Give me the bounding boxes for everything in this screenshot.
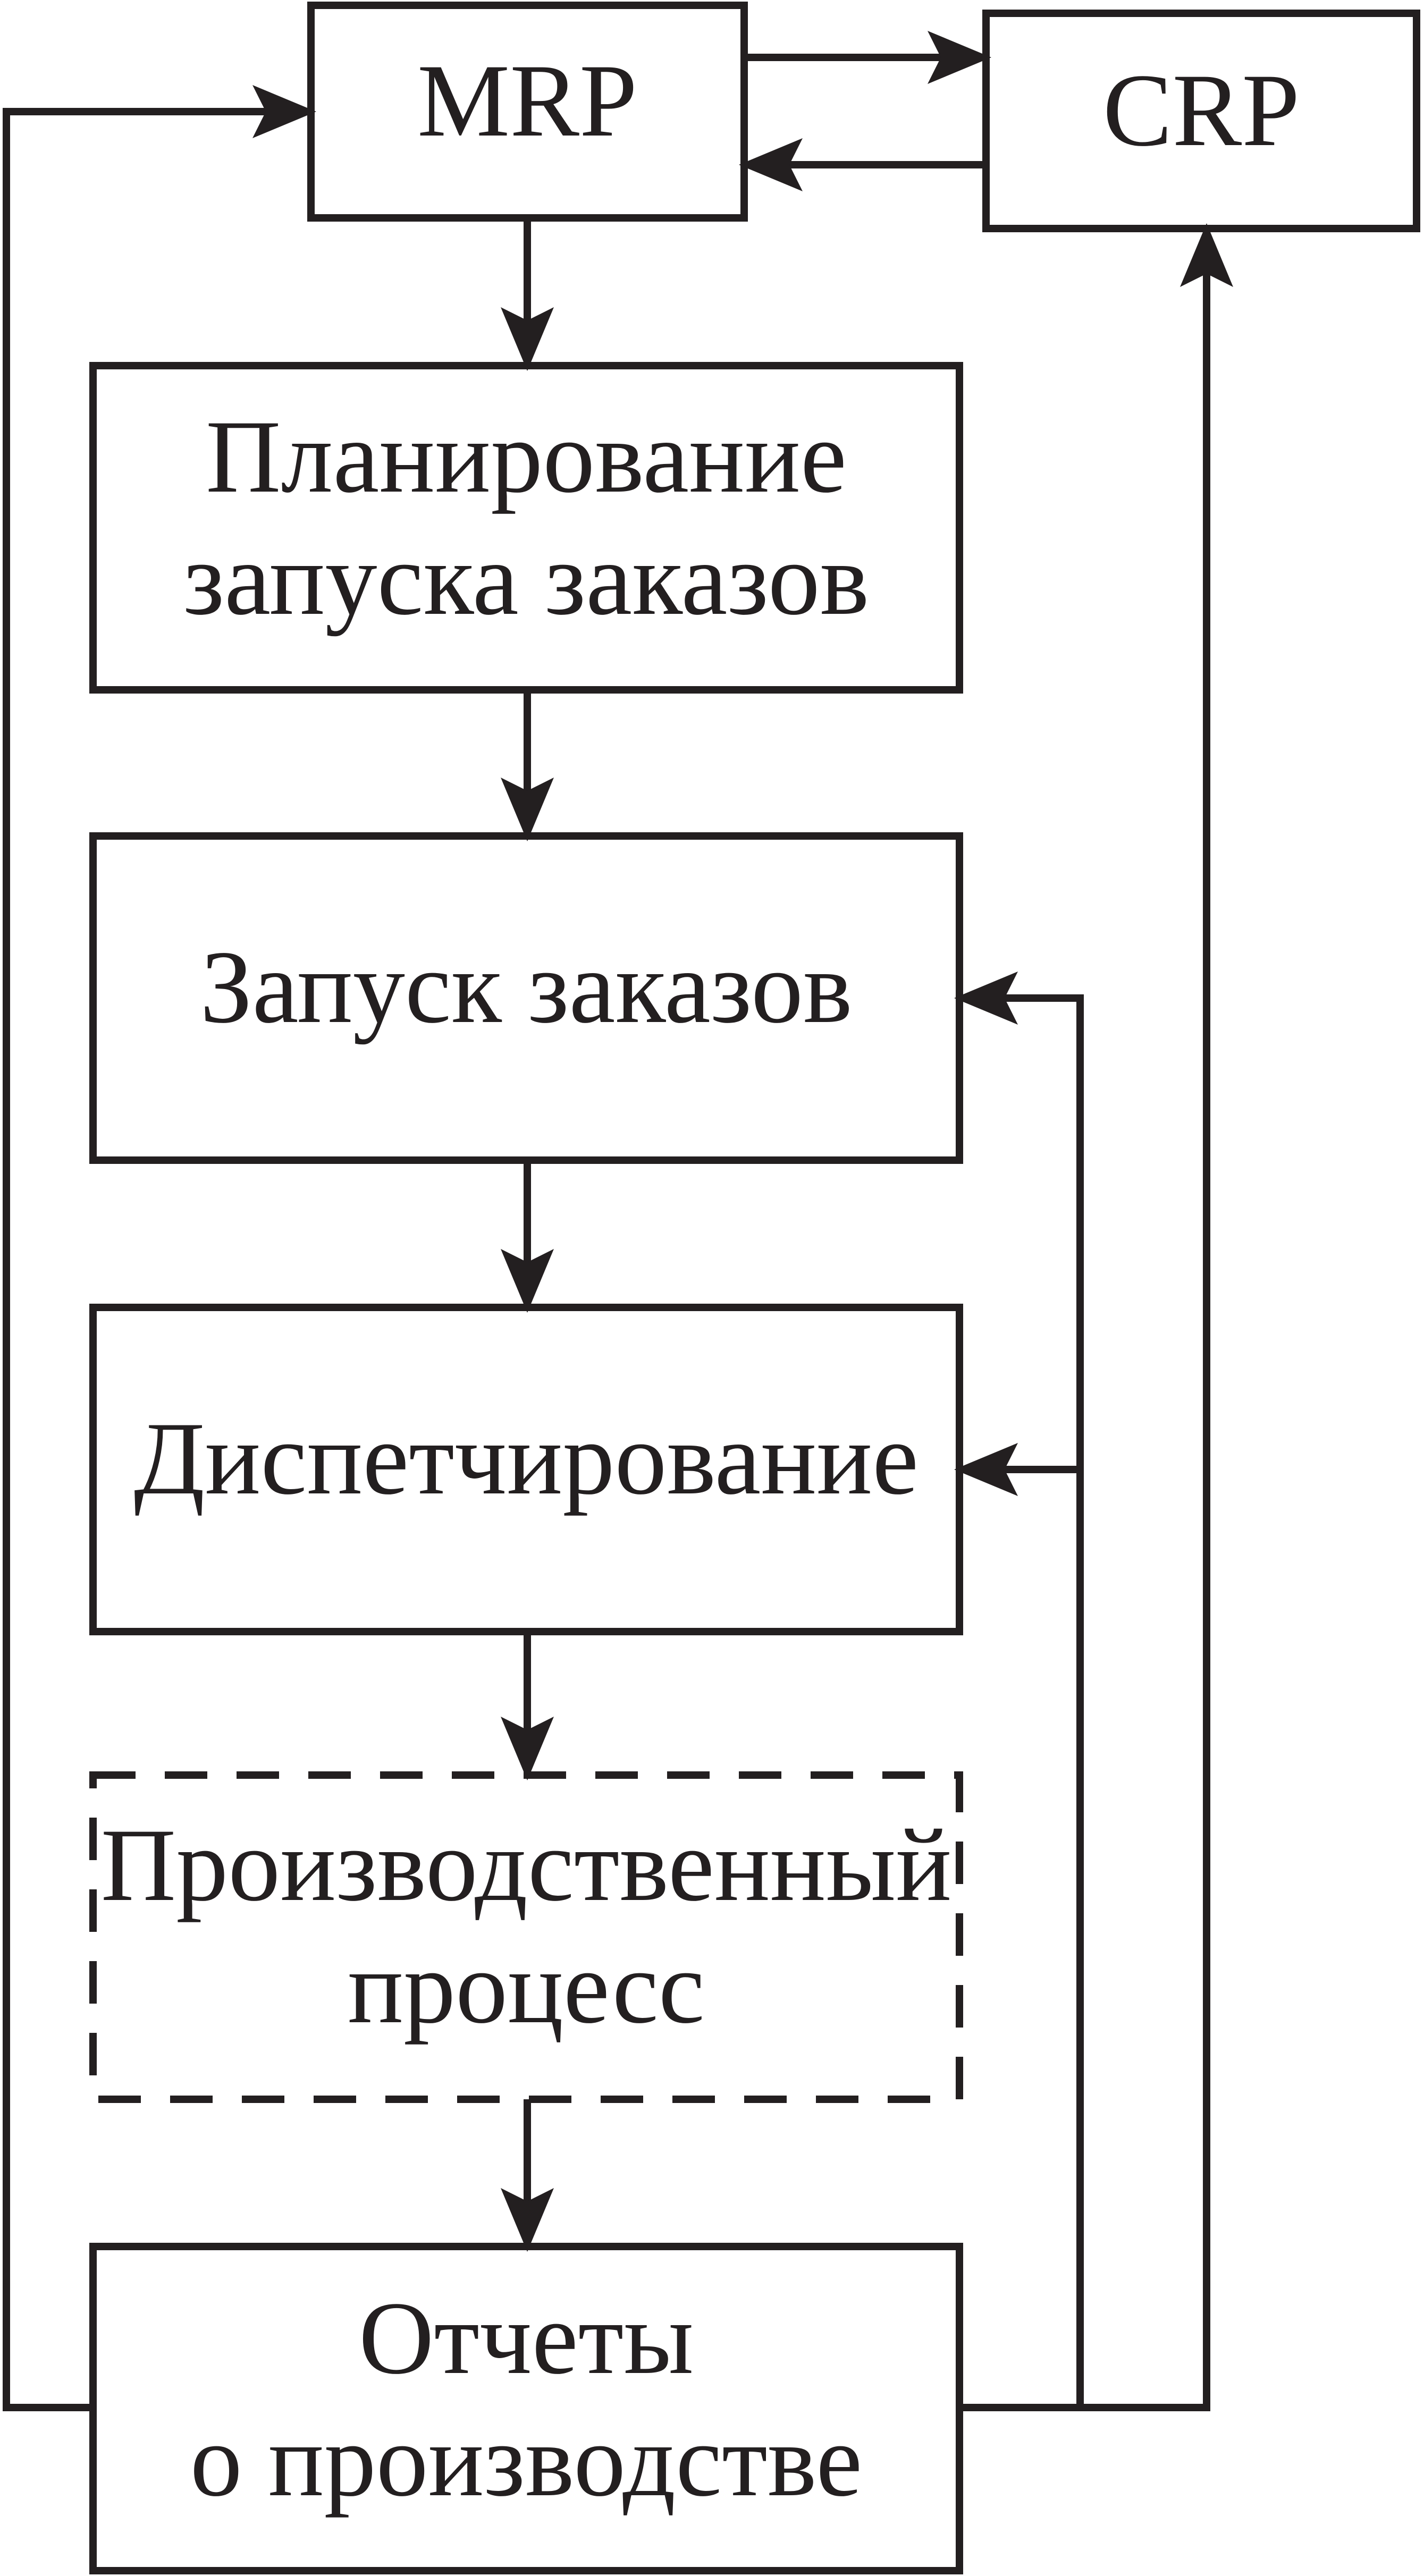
production-label-line1: Производственный [101,1808,952,1923]
edge-reports-to-crp [959,223,1233,2411]
node-reports: Отчеты о производстве [89,2243,963,2574]
planning-label-line2: запуска заказов [183,521,869,637]
production-label-line2: процесс [348,1930,705,2045]
dispatch-label: Диспетчирование [134,1401,919,1516]
edge-reports-to-mrp [3,85,316,2411]
node-release: Запуск заказов [89,832,963,1164]
release-label: Запуск заказов [200,930,852,1045]
reports-label-line1: Отчеты [359,2281,694,2396]
edge-reports-to-release [954,972,1084,2408]
crp-box [982,10,1420,232]
reports-label-line2: о производстве [190,2403,863,2518]
node-mrp: MRP [307,2,748,222]
node-production: Производственный процесс [89,1771,963,2103]
production-box [89,1771,963,2103]
node-planning: Планирование запуска заказов [89,362,963,694]
node-dispatch: Диспетчирование [89,1304,963,1635]
release-box [89,832,963,1164]
planning-label-line1: Планирование [206,399,847,514]
mrp-label: MRP [417,43,637,158]
node-crp: CRP [982,10,1420,232]
crp-label: CRP [1103,53,1300,168]
